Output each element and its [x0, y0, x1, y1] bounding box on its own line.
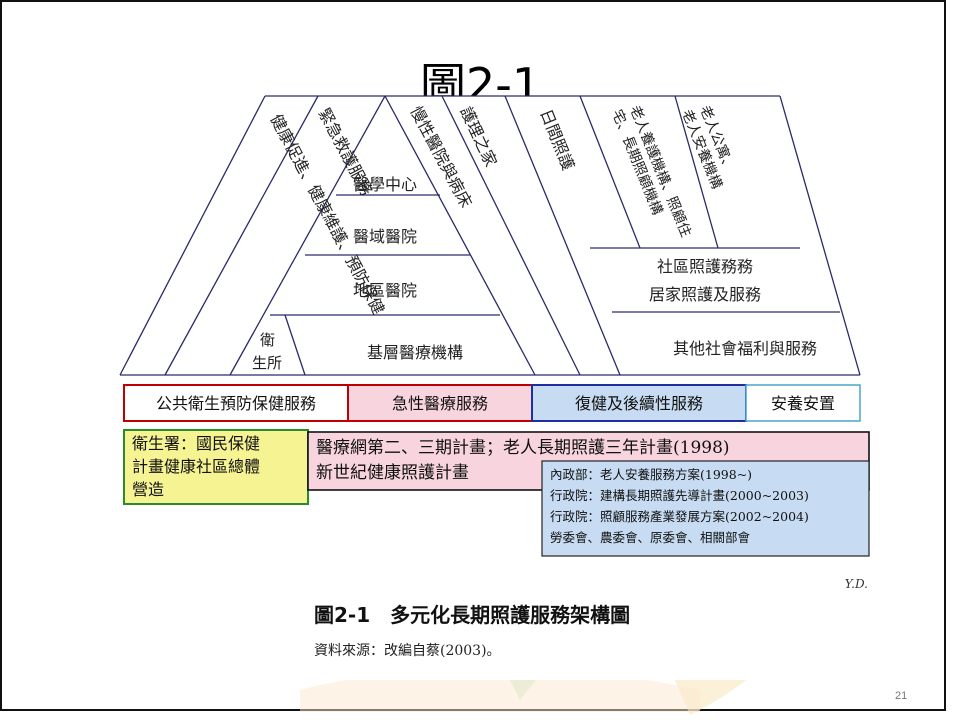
structure-lines [119, 95, 861, 376]
interior-plan-line1: 內政部：老人安養服務方案(1998~) [550, 467, 752, 482]
inner-left-line [164, 95, 319, 376]
residential-label: 安養安置 [771, 394, 835, 413]
network-plan-line1: 醫療網第二、三期計畫；老人長期照護三年計畫(1998) [316, 438, 730, 458]
rehab-box [531, 384, 747, 422]
district-hospital-label: 地區醫院 [353, 281, 417, 300]
service-category-bar: 公共衛生預防保健服務 急性醫療服務 復健及後續性服務 安養安置 [123, 384, 861, 422]
doh-policy-line1: 衛生署：國民保健 [132, 434, 260, 453]
public-health-box [123, 384, 349, 422]
other-welfare-label: 其他社會福利與服務 [673, 339, 817, 358]
doh-policy-line2: 計畫健康社區總體 [132, 457, 260, 476]
residential-box [745, 384, 861, 422]
daycare-right-line [579, 95, 641, 249]
home-care-label: 居家照護及服務 [649, 285, 761, 304]
interior-plan-line2: 行政院：建構長期照護先導計畫(2000~2003) [550, 488, 809, 503]
medical-center-label: 醫學中心 [353, 175, 417, 194]
interior-plan-line3: 行政院：照顧服務產業發展方案(2002~2004) [550, 509, 809, 524]
elder-care-right-line [674, 95, 719, 249]
regional-hospital-label: 醫域醫院 [353, 227, 417, 246]
source-note: 資料來源：改編自蔡(2003)。 [314, 643, 501, 659]
outer-right-line [779, 95, 861, 376]
author-signature: Y.D. [845, 577, 868, 591]
doh-policy-box [123, 429, 309, 505]
health-station-divider [284, 314, 306, 376]
pyramid-right-line [384, 95, 536, 376]
figure-caption: 圖2-1 多元化長期照護服務架構圖 [314, 603, 630, 627]
community-labels: 社區照護務務 居家照護及服務 其他社會福利與服務 [649, 257, 817, 358]
policy-section: 衛生署：國民保健 計畫健康社區總體 營造 醫療網第二、三期計畫；老人長期照護三年… [123, 429, 870, 557]
rehab-label: 復健及後續性服務 [575, 394, 703, 413]
doh-policy-line3: 營造 [132, 480, 164, 499]
health-station-char-2: 生所 [252, 354, 282, 372]
network-plan-line2: 新世紀健康照護計畫 [316, 463, 469, 483]
acute-care-label: 急性醫療服務 [392, 394, 488, 413]
pyramid-labels: 醫學中心 醫域醫院 地區醫院 基層醫療機構 [353, 175, 463, 362]
health-station-char-1: 衛 [260, 331, 275, 349]
interior-plan-box [541, 460, 870, 557]
pyramid-left-line [229, 95, 386, 376]
health-station-label: 衛 生所 [252, 331, 282, 372]
page-number: 21 [895, 690, 908, 702]
public-health-label: 公共衛生預防保健服務 [156, 394, 316, 413]
primary-care-label: 基層醫療機構 [367, 343, 463, 362]
nursing-right-line [504, 95, 621, 376]
outer-left-line [119, 95, 266, 376]
chronic-right-line [441, 95, 581, 376]
community-care-label: 社區照護務務 [657, 257, 753, 276]
acute-care-box [347, 384, 533, 422]
interior-plan-line4: 勞委會、農委會、原委會、相關部會 [550, 530, 751, 545]
